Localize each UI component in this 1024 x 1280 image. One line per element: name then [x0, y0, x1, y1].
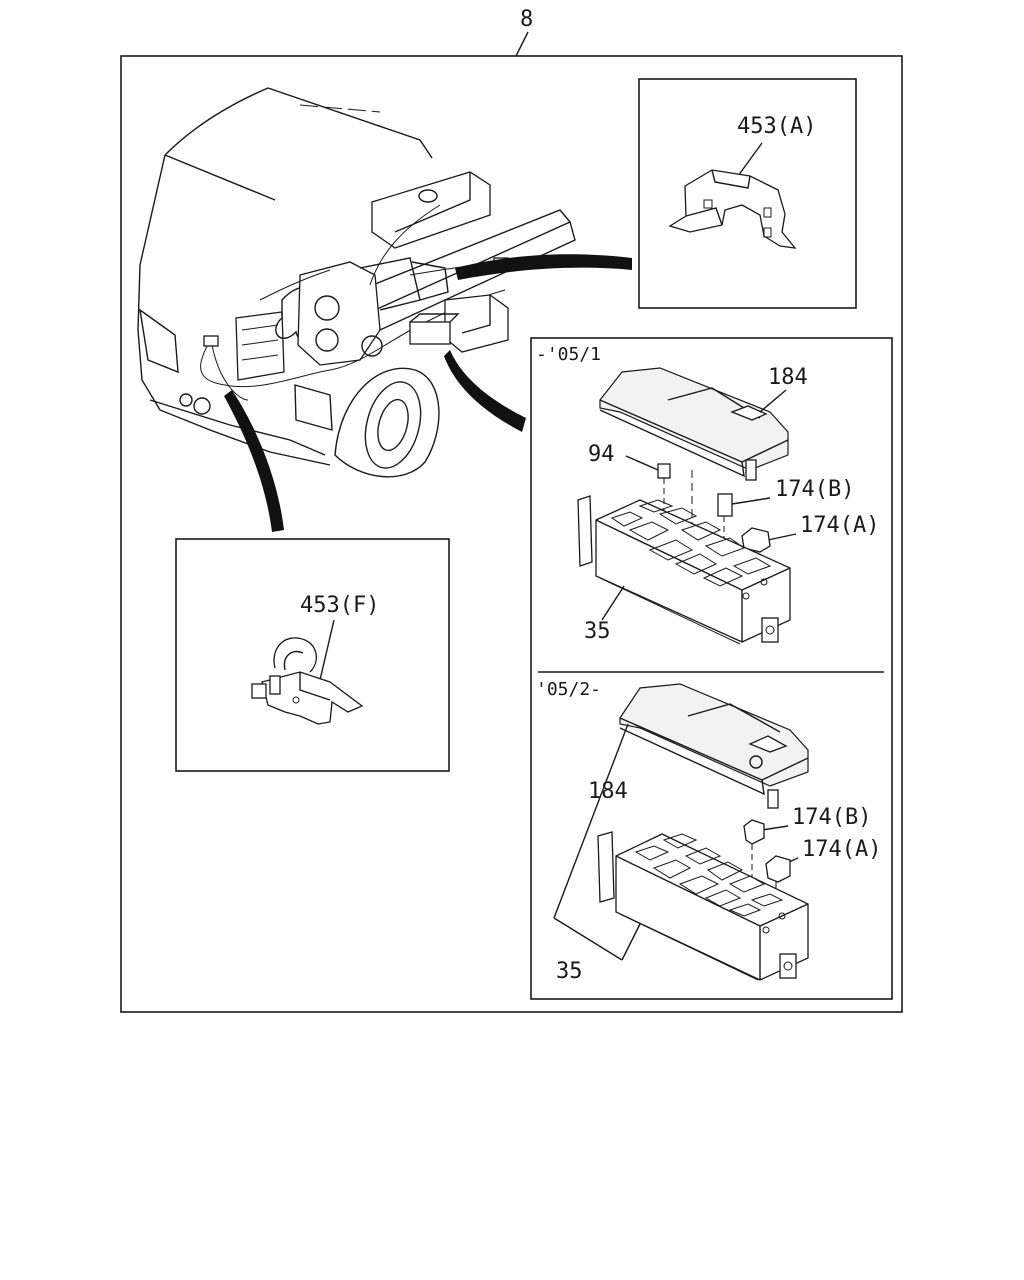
relay-174a-icon-2 — [765, 855, 791, 883]
leader-35-p2-b — [621, 923, 641, 961]
leader-453f — [319, 619, 335, 681]
wheel-icon — [334, 367, 440, 478]
truck-cab-icon — [137, 87, 433, 466]
main-ref-leader — [515, 31, 529, 57]
outer-frame — [120, 55, 903, 1013]
label-453a: 453(A) — [737, 114, 816, 139]
leader-184-p1 — [759, 389, 787, 413]
engine-icon — [297, 257, 449, 366]
fuse-box-cover-icon — [599, 367, 789, 481]
fuse-box-cover-icon-2 — [619, 683, 809, 809]
label-184-p2: 184 — [588, 779, 628, 804]
panel-2005-1-frame — [530, 337, 893, 1000]
leader-174a-p1 — [767, 533, 797, 541]
label-174a-p1: 174(A) — [800, 513, 879, 538]
label-184-p1: 184 — [768, 365, 808, 390]
leader-174b-p2 — [761, 825, 789, 831]
label-174b-p2: 174(B) — [792, 805, 871, 830]
leader-453a — [737, 142, 763, 177]
leader-94 — [625, 455, 659, 471]
panel-2005-1-header: -'05/1 — [536, 344, 601, 365]
detail-box-453f — [175, 538, 450, 772]
label-174b-p1: 174(B) — [775, 477, 854, 502]
label-174a-p2: 174(A) — [802, 837, 881, 862]
leader-174b-p1 — [731, 497, 771, 505]
leader-35-p1 — [601, 585, 625, 621]
fuse-box-base-icon-2 — [597, 831, 809, 981]
engine-bay-view — [137, 87, 632, 532]
relay-94-icon — [657, 463, 671, 479]
battery-icon — [409, 294, 509, 353]
fuse-box-base-icon — [577, 495, 791, 645]
bracket-icon — [668, 169, 797, 249]
leader-184-p2 — [553, 723, 629, 919]
main-ref-number: 8 — [520, 7, 533, 32]
label-94: 94 — [588, 442, 615, 467]
clamp-bracket-icon — [251, 637, 364, 725]
panel-2005-2-header: '05/2- — [536, 679, 601, 700]
label-35-p1: 35 — [584, 619, 611, 644]
detail-box-453a — [638, 78, 857, 309]
label-35-p2: 35 — [556, 959, 583, 984]
relay-174b-icon — [717, 493, 733, 517]
relay-174b-icon-2 — [743, 819, 765, 845]
leader-35-p2-a — [553, 917, 623, 961]
label-453f: 453(F) — [300, 593, 379, 618]
